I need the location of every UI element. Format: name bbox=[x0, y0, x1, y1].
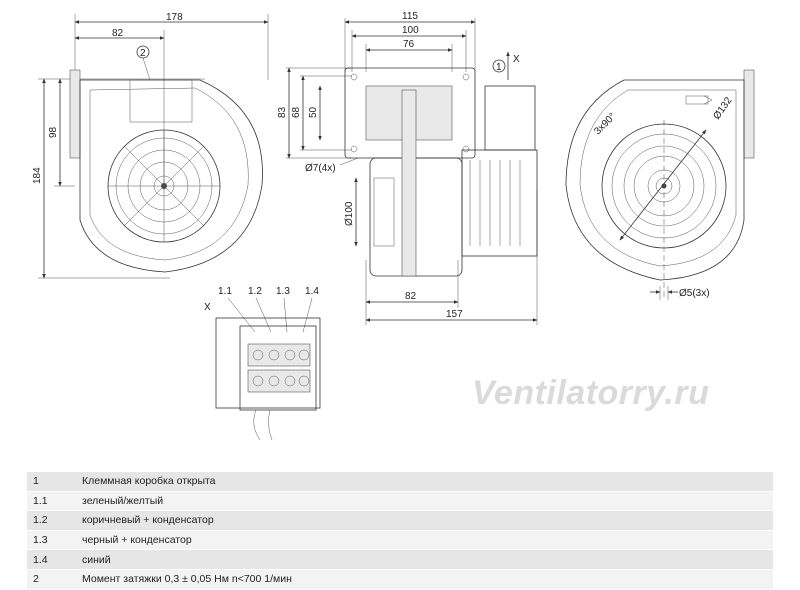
legend-row: 1.1 зеленый/желтый bbox=[27, 491, 773, 512]
terminal-label-1-4: 1.4 bbox=[305, 286, 319, 297]
legend-text: синий bbox=[76, 549, 773, 570]
dim-dia-100: Ø100 bbox=[344, 201, 355, 226]
dim-angle-3x90: 3x90° bbox=[592, 111, 618, 137]
legend-text: коричневый + конденсатор bbox=[76, 510, 773, 531]
legend-row: 1 Клеммная коробка открыта bbox=[27, 472, 773, 492]
dim-115: 115 bbox=[402, 11, 418, 22]
legend-key: 1.1 bbox=[27, 491, 76, 512]
view-mark-x-detail: X bbox=[204, 302, 211, 313]
legend-row: 1.3 черный + конденсатор bbox=[27, 530, 773, 551]
legend-table: 1 Клеммная коробка открыта 1.1 зеленый/ж… bbox=[27, 472, 773, 590]
dim-height-inlet: 98 bbox=[48, 126, 59, 138]
terminal-label-1-1: 1.1 bbox=[218, 286, 232, 297]
dim-50: 50 bbox=[308, 106, 319, 118]
legend-text: черный + конденсатор bbox=[76, 530, 773, 551]
legend-text: Клеммная коробка открыта bbox=[76, 472, 773, 492]
watermark: Ventilatorry.ru bbox=[472, 374, 710, 412]
legend-key: 1.2 bbox=[27, 510, 76, 531]
legend-row: 2 Момент затяжки 0,3 ± 0,05 Нм n<700 1/м… bbox=[27, 569, 773, 590]
dim-shaft-offset: 82 bbox=[112, 28, 124, 39]
dim-157: 157 bbox=[446, 309, 463, 320]
legend-key: 2 bbox=[27, 569, 76, 590]
legend-key: 1.4 bbox=[27, 549, 76, 570]
legend-key: 1.3 bbox=[27, 530, 76, 551]
dim-83: 83 bbox=[277, 106, 288, 118]
dim-overall-width: 178 bbox=[166, 12, 183, 23]
legend-key: 1 bbox=[27, 472, 76, 492]
dim-dia-132: Ø132 bbox=[711, 95, 734, 122]
dim-82: 82 bbox=[405, 291, 417, 302]
side-view: 115 100 76 83 68 50 Ø7(4x) Ø100 82 157 bbox=[277, 11, 538, 325]
dim-68: 68 bbox=[291, 106, 302, 118]
dim-holes-5: Ø5(3x) bbox=[679, 288, 710, 299]
terminal-label-1-3: 1.3 bbox=[276, 286, 290, 297]
dim-100: 100 bbox=[402, 25, 419, 36]
view-mark-x-side: X bbox=[513, 54, 520, 65]
legend-row: 1.2 коричневый + конденсатор bbox=[27, 510, 773, 531]
front-view: 178 82 2 184 98 bbox=[32, 12, 269, 279]
dim-height-total: 184 bbox=[32, 167, 43, 184]
callout-1: 1 bbox=[496, 62, 502, 73]
terminal-detail: X 1.1 1.2 1.3 1.4 bbox=[204, 286, 321, 441]
legend-row: 1.4 синий bbox=[27, 549, 773, 570]
legend-text: Момент затяжки 0,3 ± 0,05 Нм n<700 1/мин bbox=[76, 569, 773, 590]
terminal-label-1-2: 1.2 bbox=[248, 286, 262, 297]
rear-view: Ø132 3x90° Ø5(3x) bbox=[565, 69, 755, 300]
legend-text: зеленый/желтый bbox=[76, 491, 773, 512]
technical-drawing: 178 82 2 184 98 bbox=[32, 11, 755, 441]
callout-2: 2 bbox=[140, 48, 146, 59]
dim-76: 76 bbox=[403, 39, 415, 50]
dim-holes-7: Ø7(4x) bbox=[305, 163, 336, 174]
